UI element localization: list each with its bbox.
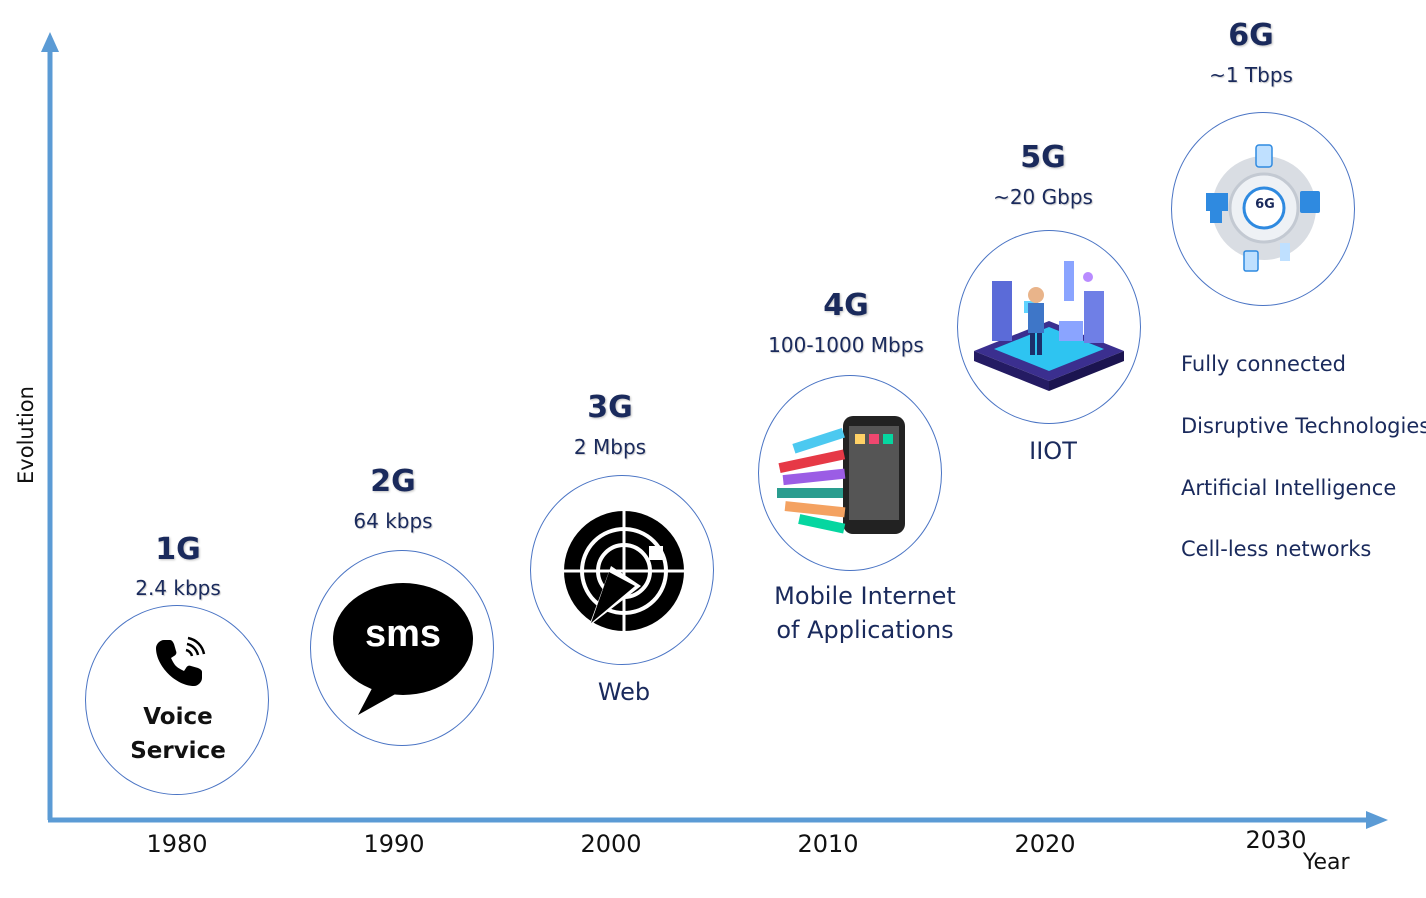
web-cursor-icon [564,511,684,631]
smartphone-apps-icon [777,416,905,534]
generation-speed: ~20 Gbps [993,185,1093,209]
6g-network-icon [1206,144,1320,272]
generation-circle: Voice Service [85,605,269,795]
web-caption: Web [597,678,651,706]
year-tick-2020: 2020 [1014,830,1076,858]
generation-circle [957,230,1141,424]
sms-text: sms [364,613,442,655]
generation-circle: sms [310,550,494,746]
year-tick-1980: 1980 [146,830,208,858]
6g-icon-text: 6G [1255,197,1275,212]
generation-speed: 100-1000 Mbps [768,333,924,357]
x-axis-label: Year [1303,850,1350,875]
feature-item: Disruptive Technologies [1181,414,1426,438]
year-tick-1990: 1990 [363,830,425,858]
generation-title: 6G [1228,18,1274,53]
sms-bubble-icon [333,583,473,715]
feature-item: Fully connected [1181,352,1346,376]
generation-circle [758,375,942,571]
mobile-internet-caption-line2: of Applications [776,616,954,644]
generation-title: 5G [1020,140,1066,175]
feature-item: Cell-less networks [1181,537,1372,561]
generation-speed: ~1 Tbps [1209,63,1293,87]
generation-circle: 6G [1171,112,1355,306]
y-axis-label: Evolution [14,386,38,484]
feature-item: Artificial Intelligence [1181,476,1397,500]
iiot-caption: IIOT [1029,437,1077,465]
iiot-factory-icon [974,261,1124,391]
phone-icon [156,636,206,686]
year-tick-2000: 2000 [580,830,642,858]
generation-title: 1G [155,532,201,567]
year-tick-2010: 2010 [797,830,859,858]
x-axis-arrow [1366,811,1388,829]
y-axis-arrow [41,32,59,52]
generation-title: 4G [823,288,869,323]
generation-speed: 2.4 kbps [135,576,221,600]
generation-speed: 64 kbps [353,509,433,533]
year-tick-2030: 2030 [1245,826,1307,854]
mobile-internet-caption-line1: Mobile Internet [774,582,956,610]
generation-title: 3G [587,390,633,425]
voice-service-caption: Voice Service [130,704,226,764]
generation-speed: 2 Mbps [573,435,647,459]
generation-circle [530,475,714,665]
generation-title: 2G [370,464,416,499]
